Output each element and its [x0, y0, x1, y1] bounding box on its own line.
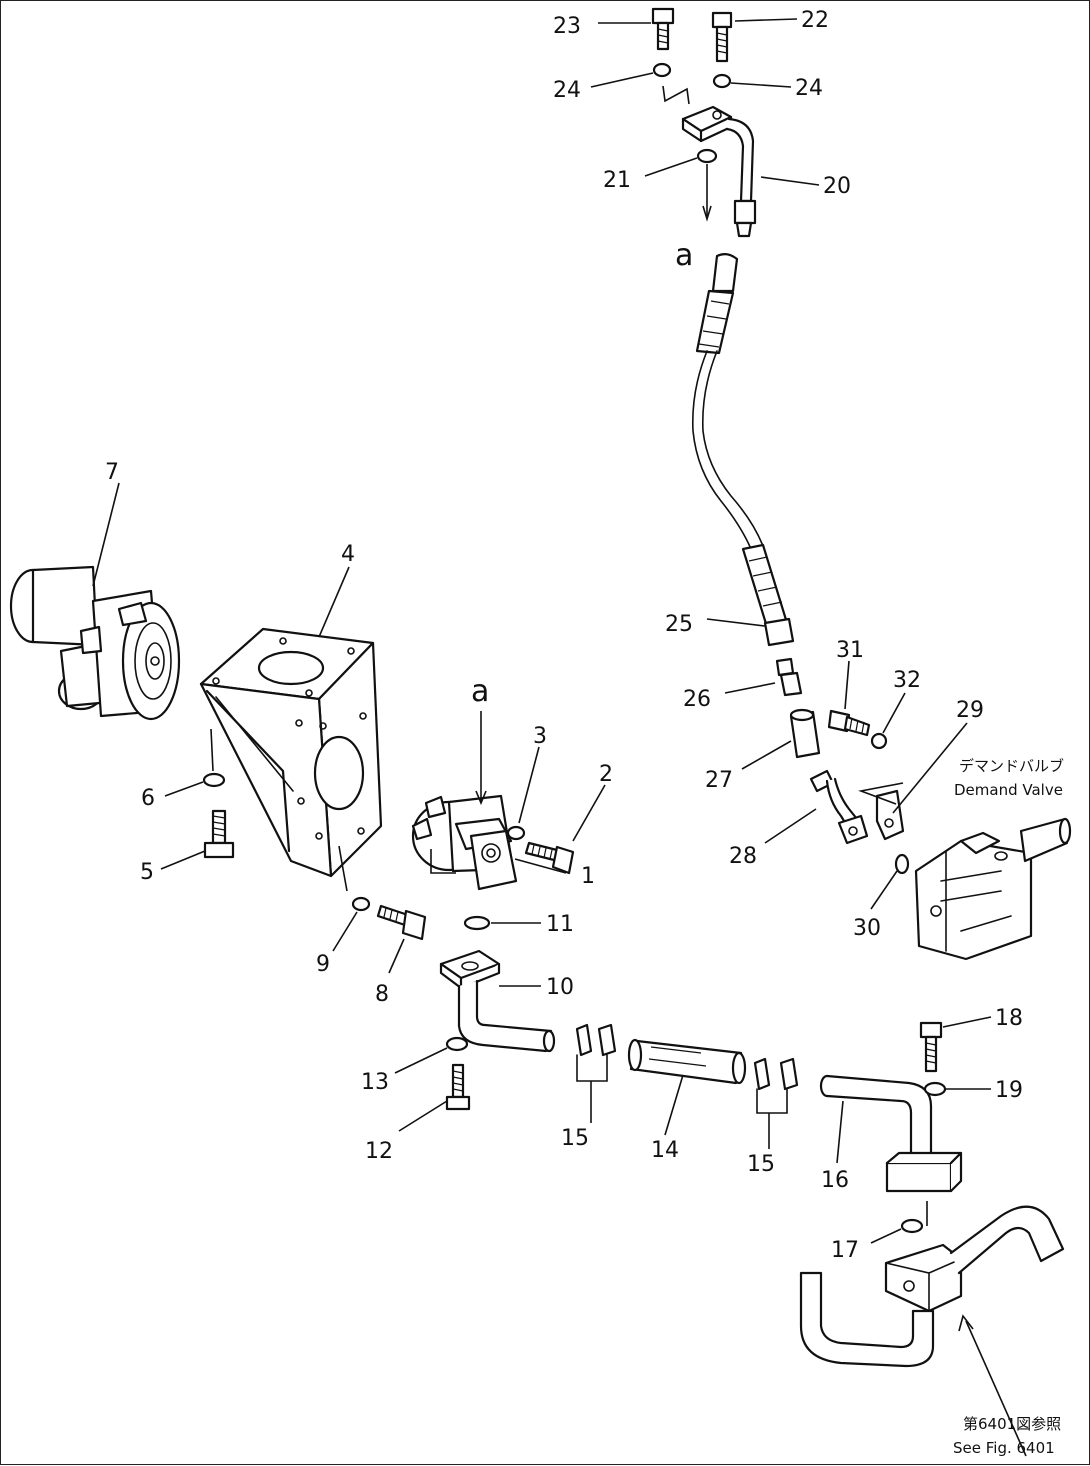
see-fig-en-label: See Fig. 6401 — [953, 1439, 1055, 1457]
connection-label-a-mid: a — [471, 674, 489, 709]
callout-9: 9 — [316, 952, 330, 977]
bolt-12 — [445, 1063, 471, 1111]
callout-7: 7 — [105, 460, 119, 485]
washer-24-right — [712, 73, 732, 89]
callout-2: 2 — [599, 762, 613, 787]
demand-valve-en-label: Demand Valve — [954, 781, 1063, 799]
callout-21: 21 — [603, 168, 631, 193]
bolt-8 — [376, 904, 427, 941]
callout-11: 11 — [546, 912, 574, 937]
bolt-23 — [651, 7, 675, 51]
callout-14: 14 — [651, 1138, 679, 1163]
callout-31: 31 — [836, 638, 864, 663]
callout-19: 19 — [995, 1078, 1023, 1103]
callout-12: 12 — [365, 1139, 393, 1164]
motor-assembly-7 — [9, 565, 181, 721]
callout-6: 6 — [141, 786, 155, 811]
bolt-22 — [711, 11, 733, 63]
tube-10 — [439, 949, 556, 1053]
callout-3: 3 — [533, 724, 547, 749]
callout-1: 1 — [581, 864, 595, 889]
demand-valve-jp-label: デマンドバルブ — [959, 757, 1064, 775]
hose-25 — [691, 252, 795, 647]
callout-25: 25 — [665, 612, 693, 637]
o-ring-11 — [463, 915, 491, 931]
washer-3 — [506, 825, 526, 841]
callout-15-left: 15 — [561, 1126, 589, 1151]
tube-20 — [681, 105, 757, 238]
callout-32: 32 — [893, 668, 921, 693]
callout-24-right: 24 — [795, 76, 823, 101]
callout-16: 16 — [821, 1168, 849, 1193]
tube-28 — [809, 769, 869, 845]
bolt-31 — [827, 709, 871, 737]
assembly-lines — [210, 85, 1027, 1457]
callout-4: 4 — [341, 542, 355, 567]
o-ring-21 — [696, 148, 718, 164]
callout-22: 22 — [801, 8, 829, 33]
washer-32 — [870, 732, 888, 750]
elbow-26 — [775, 657, 803, 697]
o-ring-30 — [894, 853, 910, 875]
bolt-18 — [919, 1021, 943, 1073]
callout-23: 23 — [553, 14, 581, 39]
block-piping-6401 — [799, 1205, 1065, 1368]
callout-17: 17 — [831, 1238, 859, 1263]
tube-16 — [819, 1074, 963, 1193]
connection-label-a-top: a — [675, 238, 693, 273]
washer-6 — [202, 772, 226, 788]
callout-13: 13 — [361, 1070, 389, 1095]
flange-29 — [875, 789, 905, 841]
callout-24-left: 24 — [553, 78, 581, 103]
clamp-15-left — [575, 1023, 617, 1082]
washer-19 — [923, 1081, 947, 1097]
bolt-2 — [524, 841, 575, 875]
callout-28: 28 — [729, 844, 757, 869]
callout-10: 10 — [546, 975, 574, 1000]
callout-5: 5 — [140, 860, 154, 885]
callout-15-right: 15 — [747, 1152, 775, 1177]
callout-26: 26 — [683, 687, 711, 712]
callout-29: 29 — [956, 698, 984, 723]
adapter-27 — [789, 708, 821, 759]
o-ring-17 — [900, 1218, 924, 1234]
callout-18: 18 — [995, 1006, 1023, 1031]
washer-24-left — [652, 62, 672, 78]
bracket-4 — [199, 627, 383, 878]
callout-labels: 7 4 1 2 3 5 6 8 9 11 10 12 13 15 14 15 1… — [105, 8, 1023, 1263]
leader-lines — [92, 18, 992, 1244]
callout-27: 27 — [705, 768, 733, 793]
demand-valve — [914, 817, 1072, 961]
callout-8: 8 — [375, 982, 389, 1007]
hose-14 — [627, 1038, 747, 1085]
bolt-5 — [203, 809, 235, 859]
notes: デマンドバルブ Demand Valve 第6401図参照 See Fig. 6… — [953, 757, 1064, 1457]
clamp-15-right — [753, 1057, 799, 1114]
callout-30: 30 — [853, 916, 881, 941]
see-fig-jp-label: 第6401図参照 — [963, 1415, 1061, 1433]
pump-1 — [411, 794, 518, 891]
washer-9 — [351, 896, 371, 912]
callout-20: 20 — [823, 174, 851, 199]
washer-13 — [445, 1036, 469, 1052]
